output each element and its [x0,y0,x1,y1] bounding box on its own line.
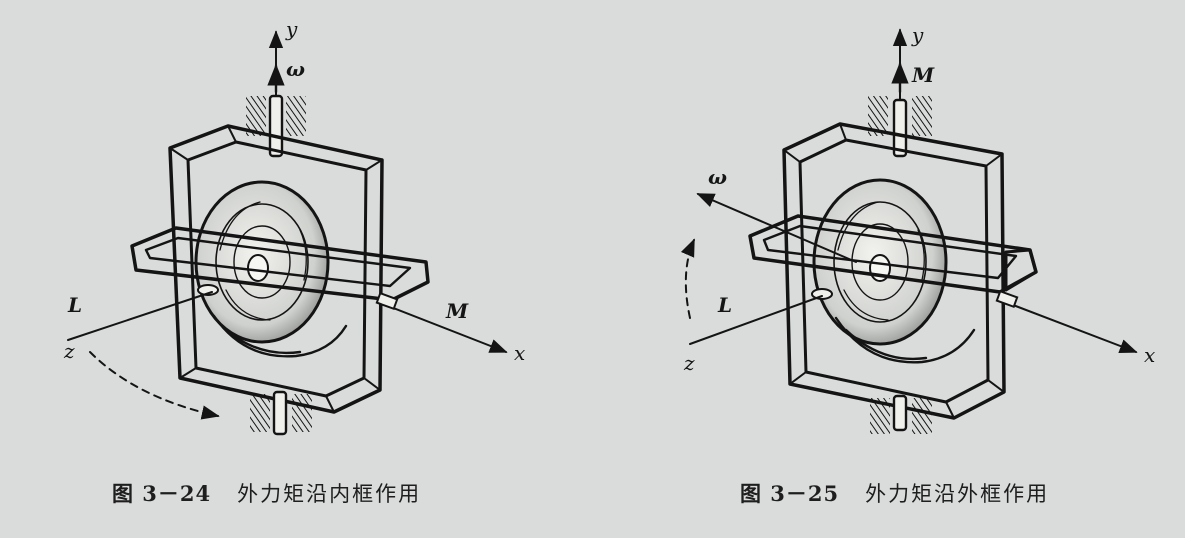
angular-momentum-label: L [67,293,82,317]
bottom-bearing-hatch [870,394,932,434]
angular-momentum-label: L [717,293,732,317]
rotor-lower-rim [834,316,976,364]
top-bearing-hatch [246,94,306,158]
outer-frame [782,122,1006,420]
rotor-wheel [194,180,330,344]
caption-text: 外力矩沿外框作用 [865,482,1050,506]
bottom-bearing-hatch [250,390,312,436]
moment-label: M [445,299,469,323]
x-axis-label: x [1144,343,1155,367]
caption-number: 图 3－25 [740,481,840,506]
outer-frame [168,124,384,414]
y-axis-label: y [911,23,924,47]
z-axis-label: z [63,339,75,363]
z-axis-line [689,295,823,345]
figure-3-24-gyroscope-diagram: y ω M x L z [63,17,525,436]
x-axis-label: x [514,341,525,365]
y-axis-label: y [285,17,298,41]
top-bearing-hatch [868,96,932,158]
x-axis-arrow [375,291,508,353]
inner-frame [130,226,430,302]
z-axis-line [67,291,213,341]
figure-3-25-caption: 图 3－25 外力矩沿外框作用 [740,478,1049,508]
rotor-lower-rim [212,314,348,358]
precession-arc [89,351,220,420]
omega-label: ω [286,57,305,81]
z-axis-label: z [683,351,695,375]
caption-number: 图 3－24 [112,481,212,506]
figure-3-25-gyroscope-diagram: y M ω L z x [680,23,1155,434]
x-axis-arrow [995,289,1138,353]
inner-frame [748,214,1038,300]
precession-arc [680,238,695,319]
omega-label: ω [708,165,727,189]
moment-label: M [911,63,935,87]
caption-text: 外力矩沿内框作用 [237,482,422,506]
figure-3-24-caption: 图 3－24 外力矩沿内框作用 [112,478,421,508]
rotor-wheel [812,178,948,346]
omega-vector-arrow [696,193,857,263]
